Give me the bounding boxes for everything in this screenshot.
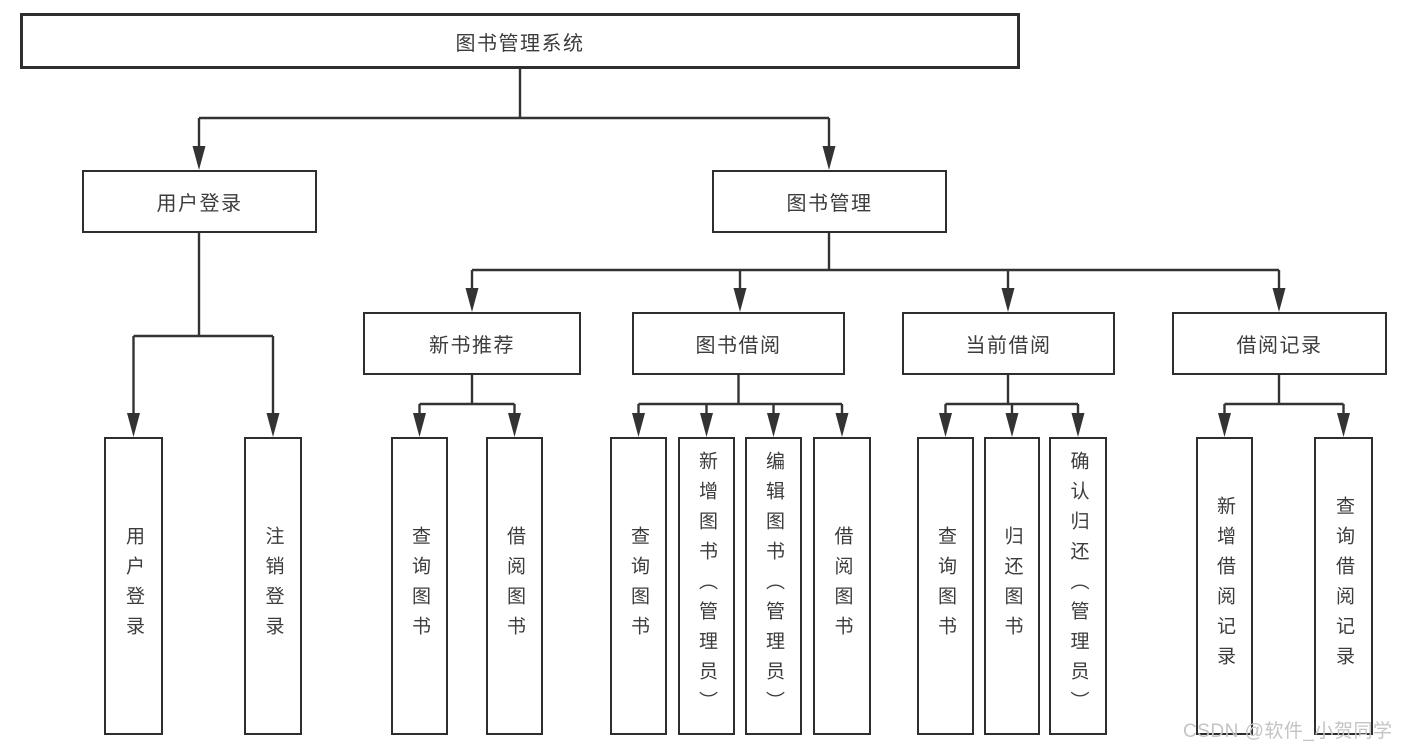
node-user-login: 用户登录 <box>82 170 317 233</box>
leaf-query-books-2: 查询图书 <box>610 437 667 735</box>
leaf-user-login: 用户登录 <box>104 437 163 735</box>
node-book-borrow-label: 图书借阅 <box>695 335 782 357</box>
arrowhead <box>1005 413 1019 437</box>
arrowhead <box>632 413 645 437</box>
connector-newbookrec-to-leaves <box>418 375 516 417</box>
leaf-query-borrow-record: 查询借阅记录 <box>1314 437 1373 735</box>
leaf-logout-label: 注销登录 <box>262 526 284 646</box>
leaf-add-borrow-record: 新增借阅记录 <box>1196 437 1253 735</box>
arrowhead <box>1337 413 1350 437</box>
node-book-management: 图书管理 <box>712 170 947 233</box>
arrowheads <box>127 146 1350 437</box>
arrowhead <box>192 146 206 170</box>
connector-currentborrow-to-leaves <box>944 375 1080 417</box>
leaf-query-books-1-label: 查询图书 <box>409 526 430 646</box>
watermark-text: CSDN @软件_小贺同学 <box>1183 721 1393 742</box>
arrowhead <box>508 413 521 437</box>
node-root: 图书管理系统 <box>20 13 1020 69</box>
connector-userlogin-to-leaves <box>132 233 275 417</box>
leaf-return-books-label: 归还图书 <box>1001 526 1023 646</box>
leaf-borrow-books-2: 借阅图书 <box>813 437 871 735</box>
leaf-borrow-books-1-label: 借阅图书 <box>504 526 525 646</box>
arrowhead <box>1071 413 1085 437</box>
arrowhead <box>1001 288 1015 312</box>
leaf-query-books-3: 查询图书 <box>917 437 974 735</box>
node-borrow-records: 借阅记录 <box>1172 312 1387 375</box>
node-book-management-label: 图书管理 <box>786 193 873 215</box>
node-current-borrow: 当前借阅 <box>902 312 1115 375</box>
node-borrow-records-label: 借阅记录 <box>1236 335 1323 357</box>
leaf-query-books-1: 查询图书 <box>391 437 448 735</box>
arrowhead <box>413 413 426 437</box>
leaf-add-books-admin: 新增图书（管理员） <box>678 437 735 735</box>
arrowhead <box>939 413 952 437</box>
arrowhead <box>767 413 780 437</box>
arrowhead <box>1272 288 1286 312</box>
arrowhead <box>127 413 140 437</box>
leaf-borrow-books-2-label: 借阅图书 <box>831 526 853 646</box>
leaf-confirm-return-admin-label: 确认归还（管理员） <box>1067 451 1089 721</box>
leaf-query-borrow-record-label: 查询借阅记录 <box>1333 496 1354 676</box>
connector-borrowrecords-to-leaves <box>1223 375 1345 417</box>
node-new-book-recommend-label: 新书推荐 <box>429 335 515 357</box>
connector-root-to-level2 <box>197 69 831 150</box>
arrowhead <box>465 288 479 312</box>
leaf-query-books-3-label: 查询图书 <box>935 526 956 646</box>
leaf-confirm-return-admin: 确认归还（管理员） <box>1049 437 1107 735</box>
arrowhead <box>700 413 713 437</box>
leaf-add-books-admin-label: 新增图书（管理员） <box>696 451 717 721</box>
leaf-add-borrow-record-label: 新增借阅记录 <box>1214 496 1235 676</box>
arrowhead <box>822 146 836 170</box>
connector-bookmgmt-to-level3 <box>470 233 1281 290</box>
leaf-borrow-books-1: 借阅图书 <box>486 437 543 735</box>
node-new-book-recommend: 新书推荐 <box>363 312 581 375</box>
node-book-borrow: 图书借阅 <box>632 312 845 375</box>
arrowhead <box>266 413 280 437</box>
leaf-logout: 注销登录 <box>244 437 302 735</box>
arrowhead <box>733 288 747 312</box>
leaf-edit-books-admin-label: 编辑图书（管理员） <box>763 451 784 721</box>
leaf-query-books-2-label: 查询图书 <box>628 526 649 646</box>
connector-bookborrow-to-leaves <box>637 375 844 417</box>
node-current-borrow-label: 当前借阅 <box>965 335 1052 357</box>
node-user-login-label: 用户登录 <box>156 193 243 215</box>
arrowhead <box>835 413 849 437</box>
node-root-label: 图书管理系统 <box>455 32 585 55</box>
leaf-edit-books-admin: 编辑图书（管理员） <box>745 437 802 735</box>
leaf-return-books: 归还图书 <box>984 437 1040 735</box>
arrowhead <box>1218 413 1231 437</box>
leaf-user-login-label: 用户登录 <box>123 526 144 646</box>
